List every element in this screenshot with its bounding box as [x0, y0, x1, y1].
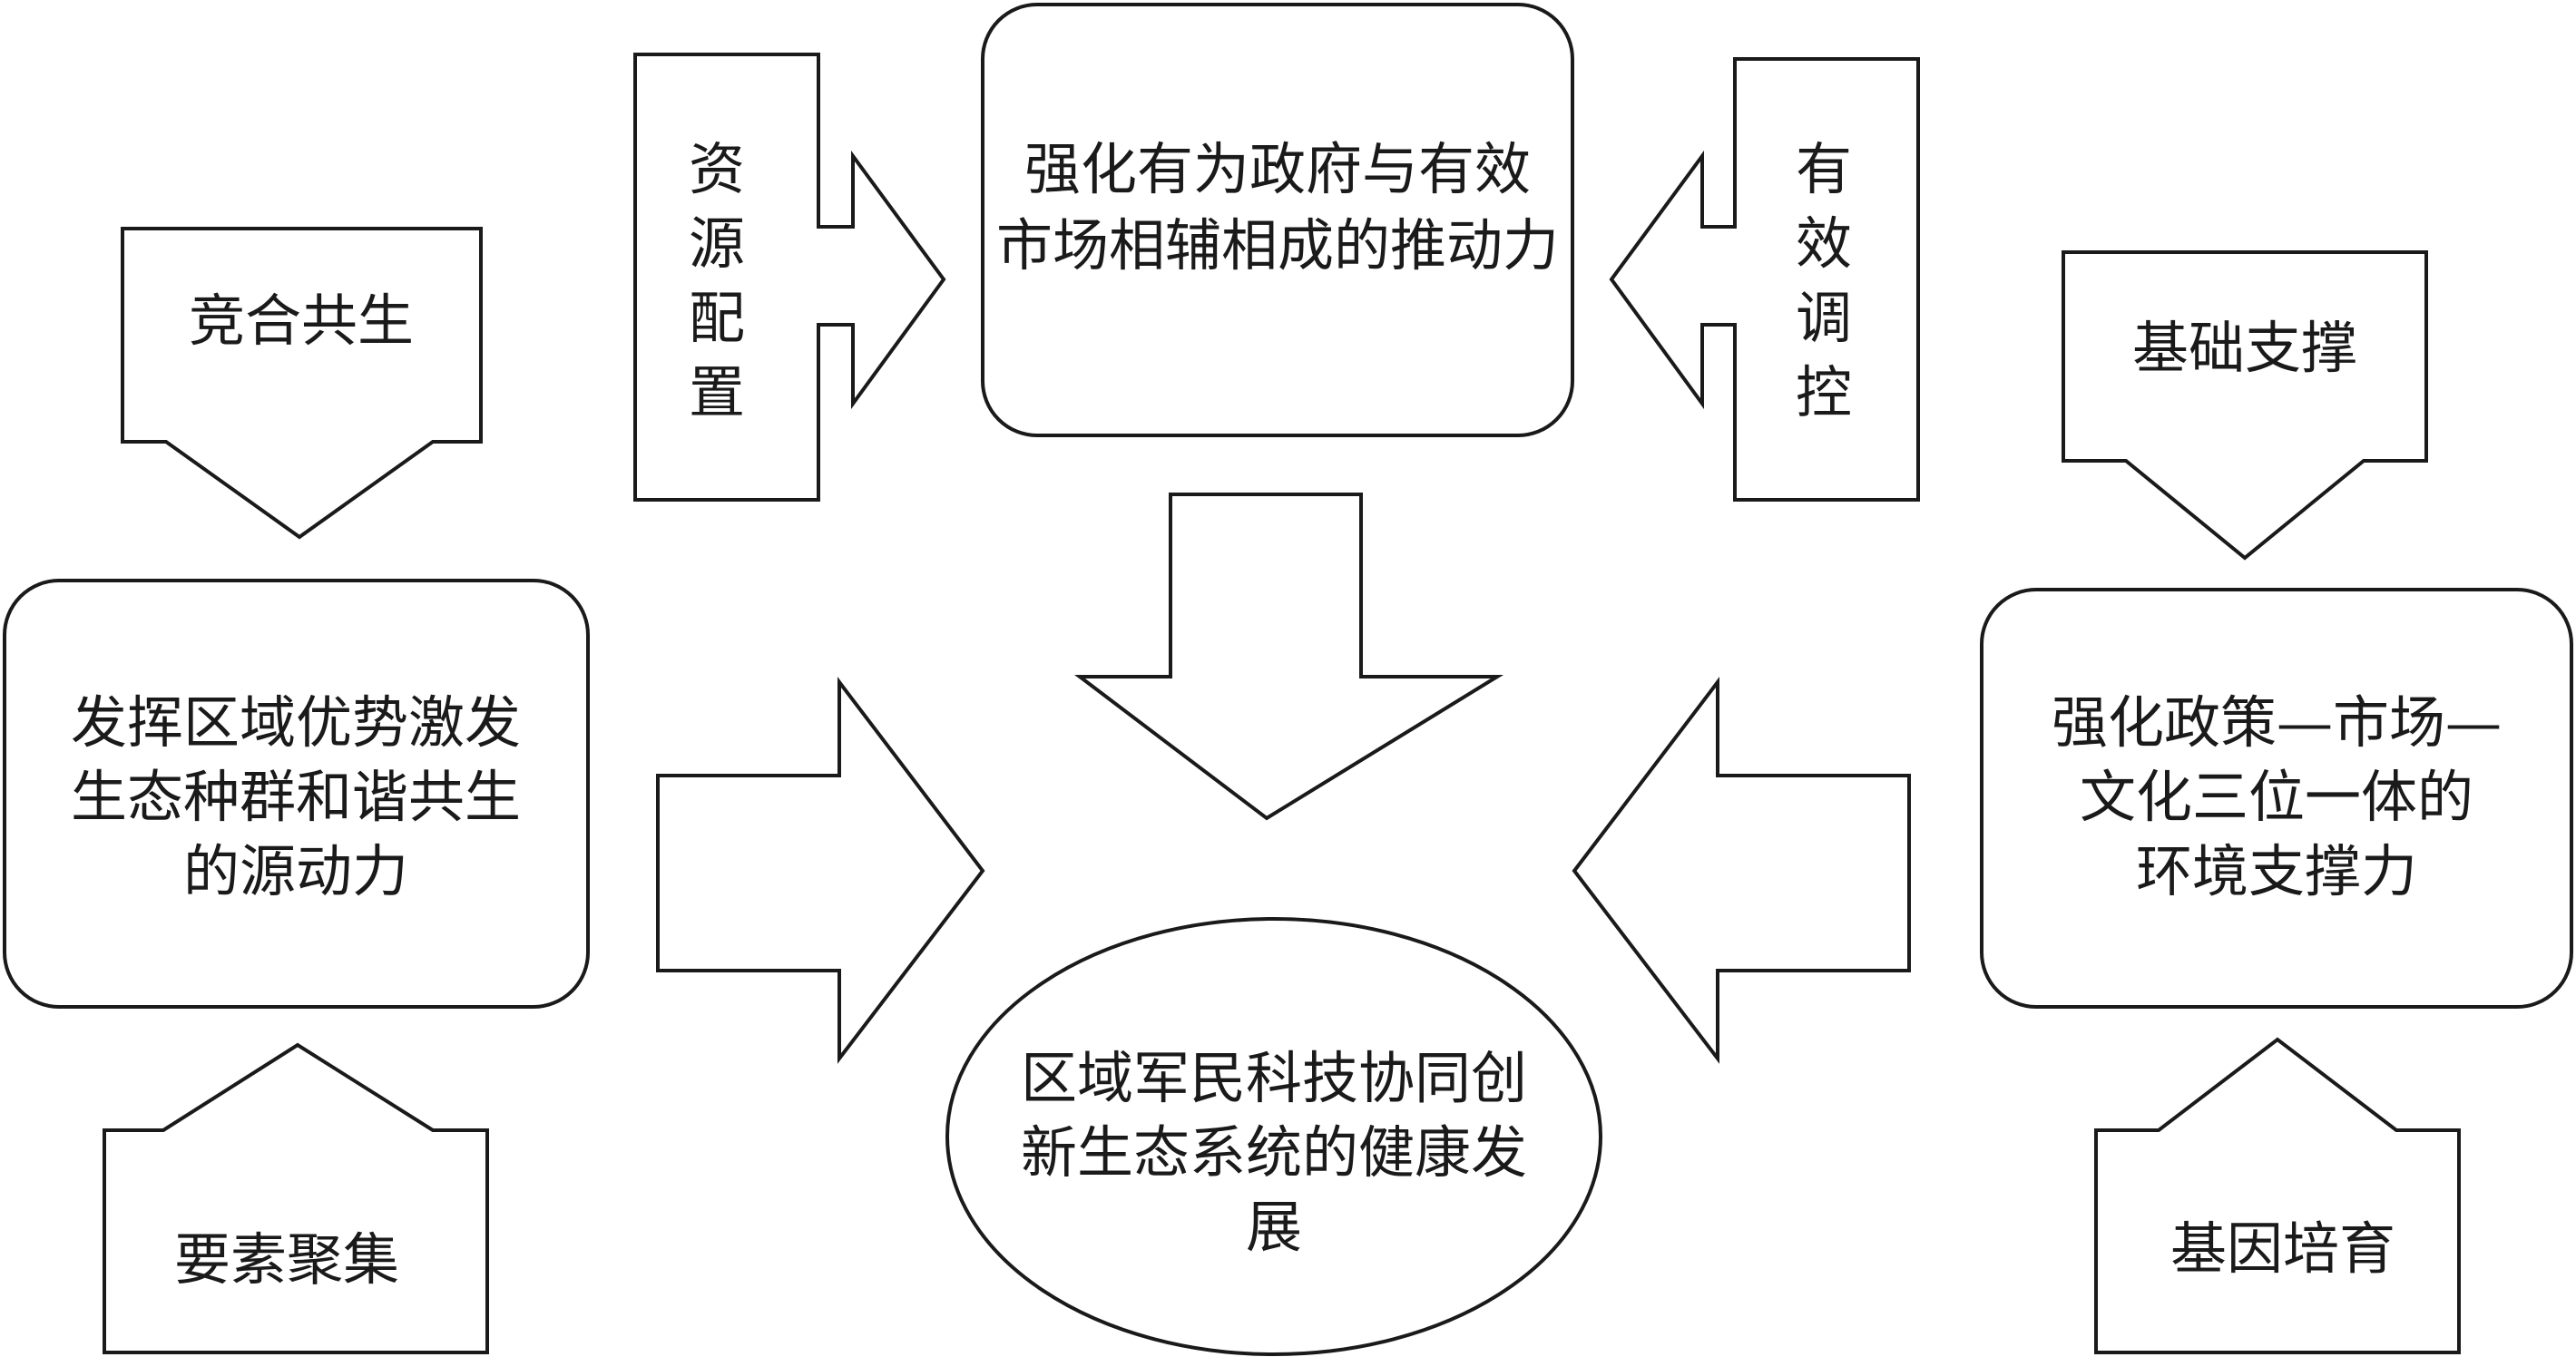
gene-cultivation-arrow: 基因培育 [2094, 1037, 2461, 1354]
center-goal-line-3: 展 [1246, 1194, 1302, 1260]
basic-support-label: 基础支撑 [2132, 315, 2357, 381]
coopetition-label: 竞合共生 [189, 288, 414, 354]
effective-regulation-char-4: 控 [1796, 359, 1852, 425]
gene-cultivation-label: 基因培育 [2170, 1215, 2395, 1282]
right-driver-line-3: 环境支撑力 [2136, 838, 2417, 904]
top-driver-line-1: 强化有为政府与有效 [1024, 136, 1531, 202]
left-driver-line-1: 发挥区域优势激发 [71, 689, 521, 756]
resource-allocation-char-1: 资 [689, 136, 745, 202]
resource-allocation-char-3: 配 [689, 285, 745, 351]
element-aggregation-arrow: 要素聚集 [103, 1042, 489, 1354]
coopetition-arrow: 竞合共生 [121, 227, 483, 540]
center-goal-ellipse: 区域军民科技协同创 新生态系统的健康发 展 [945, 917, 1602, 1356]
right-driver-line-2: 文化三位一体的 [2080, 764, 2473, 830]
resource-allocation-char-4: 置 [689, 359, 745, 425]
left-to-center-arrow [656, 677, 985, 1064]
top-driver-box: 强化有为政府与有效 市场相辅相成的推动力 [981, 3, 1574, 437]
top-driver-line-2: 市场相辅相成的推动力 [996, 212, 1559, 278]
center-goal-line-1: 区域军民科技协同创 [1021, 1045, 1527, 1111]
element-aggregation-label: 要素聚集 [174, 1226, 399, 1293]
left-driver-line-2: 生态种群和谐共生 [71, 764, 521, 830]
right-driver-line-1: 强化政策—市场— [2052, 689, 2502, 756]
effective-regulation-arrow: 有 效 调 控 [1609, 57, 1920, 502]
left-driver-box: 发挥区域优势激发 生态种群和谐共生 的源动力 [3, 579, 590, 1009]
right-to-center-arrow [1572, 677, 1911, 1064]
effective-regulation-char-1: 有 [1796, 136, 1852, 202]
basic-support-arrow: 基础支撑 [2062, 250, 2428, 561]
left-driver-line-3: 的源动力 [183, 838, 408, 904]
effective-regulation-char-3: 调 [1796, 285, 1852, 351]
center-goal-line-2: 新生态系统的健康发 [1021, 1119, 1527, 1186]
effective-regulation-char-2: 效 [1796, 210, 1852, 277]
top-to-center-arrow [1074, 493, 1504, 821]
resource-allocation-arrow: 资 源 配 置 [633, 53, 946, 502]
resource-allocation-char-2: 源 [689, 210, 745, 277]
right-driver-box: 强化政策—市场— 文化三位一体的 环境支撑力 [1980, 588, 2573, 1009]
